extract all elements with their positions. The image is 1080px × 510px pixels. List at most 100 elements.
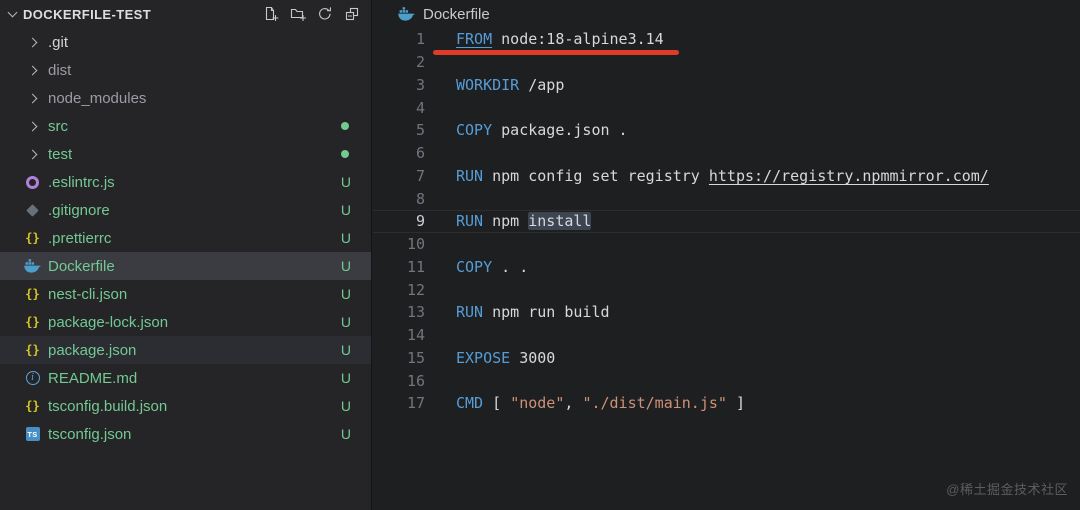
code-line-17[interactable]: 17 CMD [ "node", "./dist/main.js" ] xyxy=(373,392,1080,415)
new-file-button[interactable] xyxy=(262,5,280,23)
folder-label: .git xyxy=(48,33,69,51)
sidebar-item-src[interactable]: src xyxy=(0,112,371,140)
git-status-badge: U xyxy=(340,258,351,274)
code-line-6[interactable]: 6 xyxy=(373,142,1080,165)
line-content[interactable]: RUN npm config set registry https://regi… xyxy=(456,167,989,185)
json-braces-icon: {} xyxy=(25,231,40,245)
code-token: COPY xyxy=(456,121,493,140)
line-number[interactable]: 10 xyxy=(406,235,425,254)
code-line-8[interactable]: 8 xyxy=(373,187,1080,210)
code-line-7[interactable]: 7 RUN npm config set registry https://reg… xyxy=(373,165,1080,188)
editor-tab-title[interactable]: Dockerfile xyxy=(373,0,1080,28)
refresh-button[interactable] xyxy=(316,5,334,23)
line-number[interactable]: 3 xyxy=(415,75,425,94)
git-icon xyxy=(24,203,41,217)
code-token: FROM xyxy=(456,30,493,49)
code-line-5[interactable]: 5 COPY package.json . xyxy=(373,119,1080,142)
editor-pane: Dockerfile 1 FROM node:18-alpine3.14 2 3 WOR… xyxy=(373,0,1080,510)
line-content[interactable]: RUN npm run build xyxy=(456,303,610,321)
code-line-9[interactable]: 9 RUN npm install xyxy=(373,210,1080,233)
line-content[interactable]: RUN npm install xyxy=(456,212,592,231)
code-line-1[interactable]: 1 FROM node:18-alpine3.14 xyxy=(373,28,1080,55)
line-number[interactable]: 1 xyxy=(415,30,425,49)
line-number[interactable]: 8 xyxy=(415,189,425,208)
line-number[interactable]: 15 xyxy=(406,348,425,367)
line-number[interactable]: 14 xyxy=(406,326,425,345)
line-number[interactable]: 2 xyxy=(415,53,425,72)
file-label: nest-cli.json xyxy=(48,285,128,303)
code-token: npm config set registry xyxy=(483,166,709,185)
file-label: tsconfig.build.json xyxy=(48,397,168,415)
code-token: ] xyxy=(726,394,745,413)
git-status-badge: U xyxy=(340,398,351,414)
line-number[interactable]: 7 xyxy=(415,166,425,185)
code-token: package.json . xyxy=(492,121,628,140)
line-number[interactable]: 12 xyxy=(406,280,425,299)
code-token: RUN xyxy=(456,166,484,185)
sidebar-item-dist[interactable]: dist xyxy=(0,56,371,84)
file-label: README.md xyxy=(48,369,138,387)
git-status-badge: U xyxy=(340,174,351,190)
code-line-16[interactable]: 16 xyxy=(373,369,1080,392)
line-number[interactable]: 9 xyxy=(415,212,425,231)
git-status-badge: U xyxy=(340,202,351,218)
line-content[interactable]: WORKDIR /app xyxy=(456,76,564,94)
sidebar-item-git[interactable]: .git xyxy=(0,28,371,56)
collapse-all-button[interactable] xyxy=(343,5,361,23)
code-line-3[interactable]: 3 WORKDIR /app xyxy=(373,74,1080,97)
json-braces-icon: {} xyxy=(25,287,40,301)
red-underline-annotation xyxy=(433,50,679,55)
chevron-right-icon xyxy=(24,65,41,75)
line-content[interactable]: COPY package.json . xyxy=(456,121,628,139)
folder-label: node_modules xyxy=(48,89,147,107)
explorer-section-header[interactable]: DOCKERFILE-TEST xyxy=(0,0,371,28)
chevron-right-icon xyxy=(24,37,41,47)
sidebar-item-tsconfig-build-json[interactable]: {} tsconfig.build.json U xyxy=(0,392,371,420)
json-braces-icon: {} xyxy=(25,399,40,413)
code-token: COPY xyxy=(456,257,493,276)
code-line-2[interactable]: 2 xyxy=(373,51,1080,74)
code-token: [ xyxy=(483,394,511,413)
line-content[interactable]: FROM node:18-alpine3.14 xyxy=(433,30,679,55)
line-content[interactable]: CMD [ "node", "./dist/main.js" ] xyxy=(456,394,745,412)
git-status-badge: U xyxy=(340,314,351,330)
line-number[interactable]: 11 xyxy=(406,257,425,276)
code-line-4[interactable]: 4 xyxy=(373,96,1080,119)
sidebar-item-node-modules[interactable]: node_modules xyxy=(0,84,371,112)
line-number[interactable]: 6 xyxy=(415,144,425,163)
line-number[interactable]: 13 xyxy=(406,303,425,322)
code-token: /app xyxy=(519,75,565,94)
chevron-down-icon xyxy=(7,7,18,18)
code-token: install xyxy=(528,212,592,231)
code-editor[interactable]: 1 FROM node:18-alpine3.14 2 3 WORKDIR /app 4 5… xyxy=(373,28,1080,415)
code-line-11[interactable]: 11 COPY . . xyxy=(373,256,1080,279)
line-number[interactable]: 16 xyxy=(406,371,425,390)
line-content[interactable]: EXPOSE 3000 xyxy=(456,349,555,367)
line-number[interactable]: 4 xyxy=(415,98,425,117)
line-content[interactable]: COPY . . xyxy=(456,258,528,276)
chevron-right-icon xyxy=(24,93,41,103)
new-folder-icon xyxy=(290,6,306,22)
chevron-right-icon xyxy=(24,121,41,131)
code-line-13[interactable]: 13 RUN npm run build xyxy=(373,301,1080,324)
new-folder-button[interactable] xyxy=(289,5,307,23)
line-number[interactable]: 17 xyxy=(406,394,425,413)
code-token: , xyxy=(564,394,583,413)
line-number[interactable]: 5 xyxy=(415,121,425,140)
code-line-14[interactable]: 14 xyxy=(373,324,1080,347)
sidebar-item-test[interactable]: test xyxy=(0,140,371,168)
code-line-15[interactable]: 15 EXPOSE 3000 xyxy=(373,347,1080,370)
code-line-10[interactable]: 10 xyxy=(373,233,1080,256)
code-line-12[interactable]: 12 xyxy=(373,278,1080,301)
docker-whale-icon xyxy=(398,7,415,21)
file-label: .prettierrc xyxy=(48,229,112,247)
